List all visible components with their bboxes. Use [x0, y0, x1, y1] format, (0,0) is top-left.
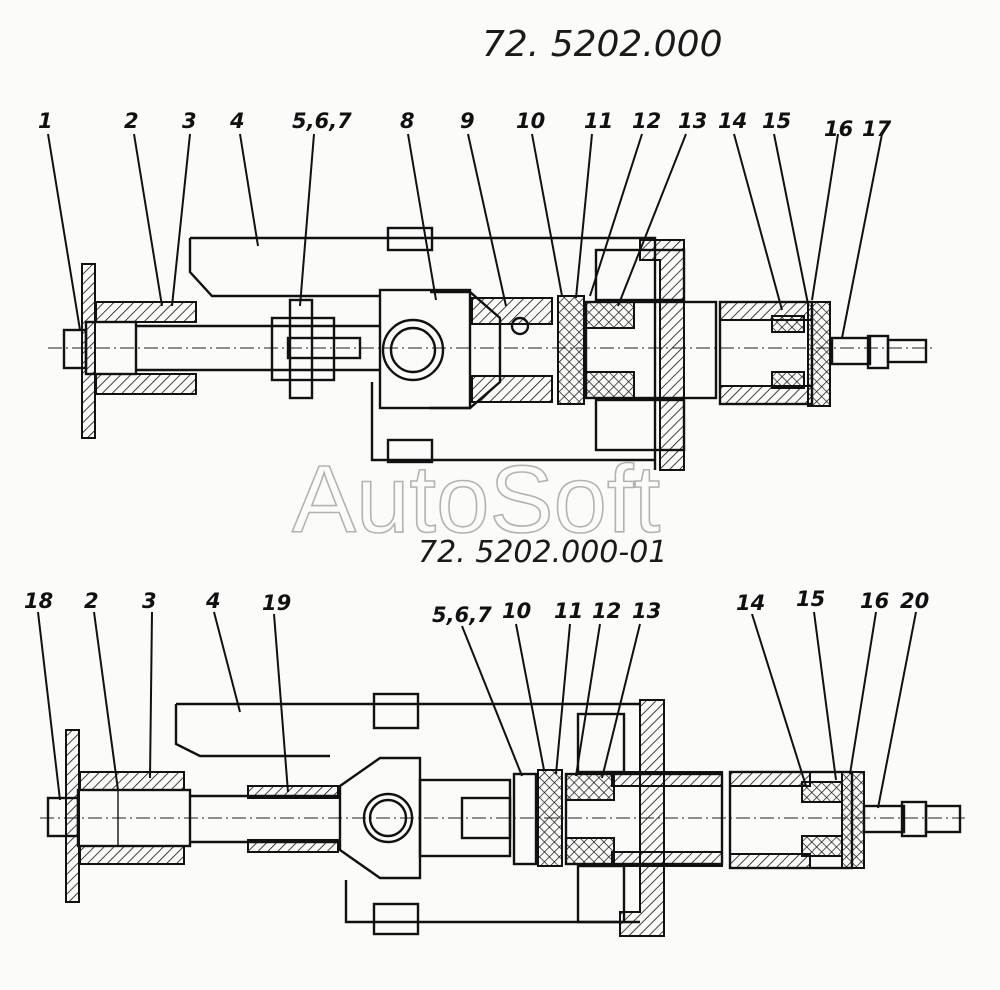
callout-11-bottom: 11 [554, 599, 583, 623]
callout-14-bottom: 14 [736, 591, 765, 615]
top-callouts: 1 2 3 4 5,6,7 8 9 10 11 12 13 14 15 16 1… [38, 109, 892, 141]
callout-15-bottom: 15 [796, 587, 825, 611]
callout-5-6-7-bottom: 5,6,7 [432, 603, 492, 627]
watermark: AutoSoft [292, 446, 660, 553]
callout-15: 15 [762, 109, 791, 133]
callout-2-bottom: 2 [84, 589, 99, 613]
bottom-assembly-title: 72. 5202.000-01 [418, 535, 667, 570]
callout-4: 4 [229, 109, 245, 133]
bottom-assembly [37, 611, 965, 937]
callout-1: 1 [38, 109, 53, 133]
callout-5-6-7: 5,6,7 [292, 109, 352, 133]
callout-18: 18 [24, 589, 53, 613]
callout-13: 13 [678, 109, 707, 133]
callout-3-bottom: 3 [142, 589, 157, 613]
callout-17: 17 [862, 117, 892, 141]
callout-20: 20 [900, 589, 929, 613]
callout-14: 14 [718, 109, 747, 133]
callout-19: 19 [262, 591, 291, 615]
callout-2: 2 [124, 109, 139, 133]
callout-11: 11 [584, 109, 613, 133]
callout-12-bottom: 12 [592, 599, 621, 623]
top-assembly [47, 133, 935, 471]
callout-12: 12 [632, 109, 661, 133]
callout-16: 16 [824, 117, 853, 141]
callout-10: 10 [516, 109, 545, 133]
top-flange-plate [81, 263, 96, 439]
callout-8: 8 [400, 109, 415, 133]
callout-9: 9 [460, 109, 475, 133]
callout-10-bottom: 10 [502, 599, 531, 623]
top-assembly-title: 72. 5202.000 [482, 24, 722, 65]
callout-16-bottom: 16 [860, 589, 889, 613]
callout-13-bottom: 13 [632, 599, 661, 623]
bottom-callouts: 18 2 3 4 19 5,6,7 10 11 12 13 14 15 16 2… [24, 587, 929, 627]
callout-3: 3 [182, 109, 197, 133]
callout-4-bottom: 4 [205, 589, 221, 613]
